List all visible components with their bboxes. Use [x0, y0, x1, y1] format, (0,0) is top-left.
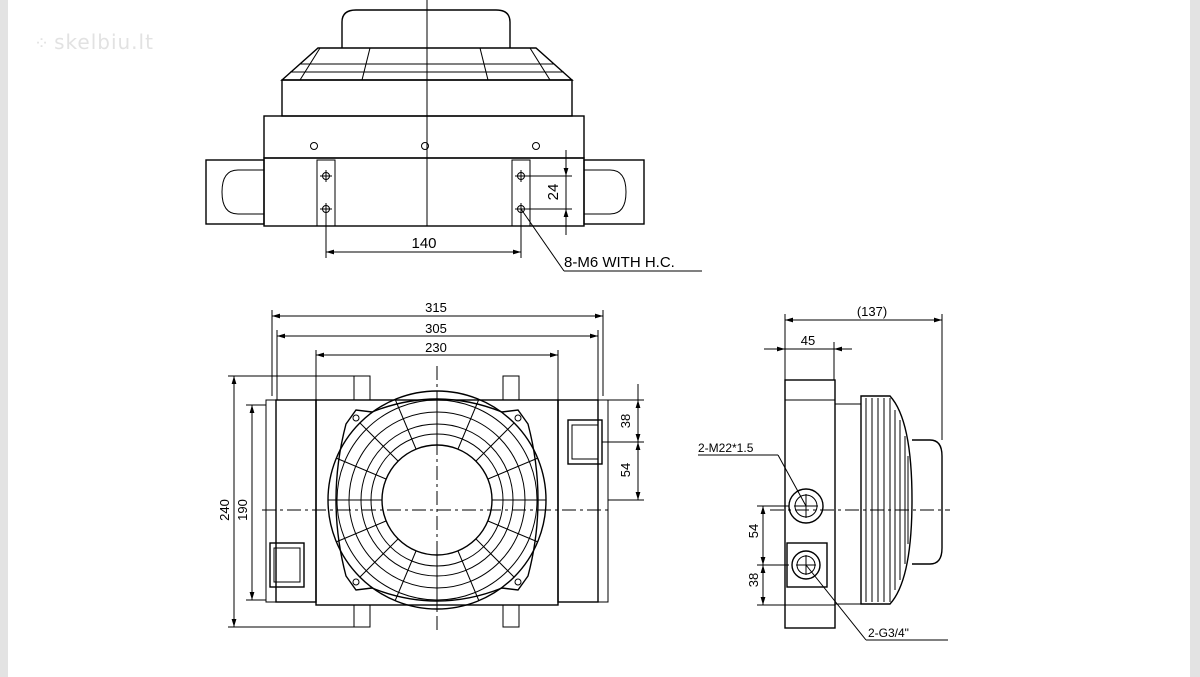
front-view: 315 305 230 [217, 300, 644, 630]
watermark-dots-icon: ⁘ [34, 33, 51, 54]
left-frame-edge [0, 0, 8, 677]
dim-230-label: 230 [425, 340, 447, 355]
dim-45-label: 45 [801, 333, 815, 348]
callout-g34-label: 2-G3/4" [868, 626, 909, 640]
dim-190-label: 190 [235, 499, 250, 521]
right-tank [583, 159, 645, 225]
side-motor-dome [912, 439, 943, 565]
fan-dome [341, 9, 511, 48]
dim-240-label: 240 [217, 499, 232, 521]
dim-54-front-label: 54 [618, 463, 633, 477]
callout-m22-label: 2-M22*1.5 [698, 441, 754, 455]
top-view: 140 24 8-M6 WITH H.C. [205, 0, 702, 272]
dim-315-label: 315 [425, 300, 447, 315]
callout-m6-label: 8-M6 WITH H.C. [564, 254, 675, 271]
dim-38-side-label: 38 [746, 573, 761, 587]
callout-leader-m22 [777, 454, 807, 507]
dim-137-label: (137) [857, 304, 887, 319]
side-view: (137) 45 [698, 304, 950, 641]
dim-305-label: 305 [425, 321, 447, 336]
dim-140-label: 140 [411, 235, 436, 252]
mount-holes [320, 170, 527, 215]
side-port-g34 [791, 550, 821, 580]
front-right-port [567, 419, 603, 465]
side-guard-lines [865, 398, 909, 602]
callout-leader-g34 [805, 564, 867, 641]
side-fan-frame [834, 403, 862, 605]
dim-54-side-label: 54 [746, 524, 761, 538]
right-tank-curve [584, 169, 627, 215]
left-tank-curve [221, 169, 264, 215]
dim-24-label: 24 [545, 184, 562, 201]
front-right-tank [557, 399, 599, 603]
side-body [784, 379, 836, 629]
watermark-logo: ⁘skelbiu.lt [34, 30, 154, 54]
right-frame-edge [1190, 0, 1200, 677]
body-upper [263, 115, 585, 159]
front-left-tank [275, 399, 317, 603]
left-tank [205, 159, 265, 225]
watermark-text: skelbiu.lt [54, 30, 154, 54]
side-fan-guard [860, 395, 913, 605]
body-lower [263, 157, 585, 227]
dim-38-front-label: 38 [618, 414, 633, 428]
front-left-port [269, 542, 305, 588]
